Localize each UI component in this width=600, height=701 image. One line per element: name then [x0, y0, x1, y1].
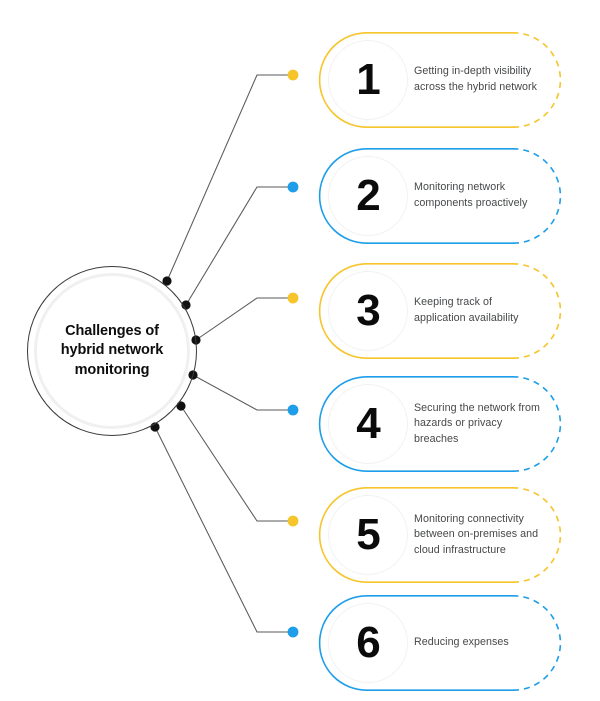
card-number-ring	[328, 603, 408, 683]
card-number: 2	[356, 171, 380, 220]
challenge-card-5[interactable]: 5 Monitoring connectivity between on-prem…	[318, 487, 562, 583]
hub-title-line-1: Challenges of	[65, 322, 159, 339]
card-number: 1	[356, 55, 380, 104]
connector-end-dot-2	[287, 181, 299, 193]
card-number: 4	[356, 399, 380, 448]
challenge-card-1[interactable]: 1 Getting in-depth visibility across the …	[318, 32, 562, 128]
card-label: Securing the network from hazards or pri…	[414, 401, 540, 445]
connector-line-2	[185, 186, 288, 306]
connector-end-dot-6	[287, 626, 299, 638]
card-label: Getting in-depth visibility across the h…	[414, 65, 538, 93]
card-outline	[318, 376, 562, 472]
hub-outer-ring	[27, 266, 197, 436]
card-outline	[318, 595, 562, 691]
card-number: 6	[356, 618, 380, 667]
connector-end-dot-4	[287, 404, 299, 416]
card-outline	[318, 263, 562, 359]
hub-title: Challenges of hybrid network monitoring	[27, 266, 197, 436]
connector-end-dot-5	[287, 515, 299, 527]
card-label: Monitoring connectivity between on-premi…	[414, 512, 539, 556]
connector-line-6	[154, 426, 288, 633]
card-outline	[318, 148, 562, 244]
card-number-ring	[328, 271, 408, 351]
card-outline-solid	[318, 263, 515, 359]
hub-title-line-3: monitoring	[74, 361, 150, 378]
connector-line-1	[166, 74, 288, 282]
card-number-ring	[328, 156, 408, 236]
connector-line-3	[195, 297, 288, 341]
connector-line-5	[180, 405, 288, 522]
card-label: Reducing expenses	[414, 636, 509, 649]
card-label: Monitoring network components proactivel…	[414, 181, 528, 209]
connector-line-4	[192, 374, 288, 411]
card-outline-solid	[318, 376, 515, 472]
card-number-ring	[328, 40, 408, 120]
card-number-ring	[328, 495, 408, 575]
challenge-card-3[interactable]: 3 Keeping track of application availabili…	[318, 263, 562, 359]
hub-title-line-2: hybrid network	[60, 342, 164, 359]
central-hub: Challenges of hybrid network monitoring	[27, 266, 197, 436]
connector-end-dot-1	[287, 69, 299, 81]
card-number-ring	[328, 384, 408, 464]
hub-inner-ring	[34, 273, 190, 429]
card-number: 5	[356, 510, 380, 559]
challenge-card-2[interactable]: 2 Monitoring network components proactive…	[318, 148, 562, 244]
challenge-card-6[interactable]: 6 Reducing expenses	[318, 595, 562, 691]
card-outline-solid	[318, 595, 515, 691]
card-outline-solid	[318, 148, 515, 244]
card-outline	[318, 487, 562, 583]
challenge-card-4[interactable]: 4 Securing the network from hazards or pr…	[318, 376, 562, 472]
connector-end-dot-3	[287, 292, 299, 304]
card-label: Keeping track of application availabilit…	[414, 296, 519, 324]
card-outline-solid	[318, 487, 515, 583]
card-number: 3	[356, 286, 380, 335]
hub-node-dot-1	[162, 276, 172, 286]
card-outline-solid	[318, 32, 515, 128]
card-outline	[318, 32, 562, 128]
